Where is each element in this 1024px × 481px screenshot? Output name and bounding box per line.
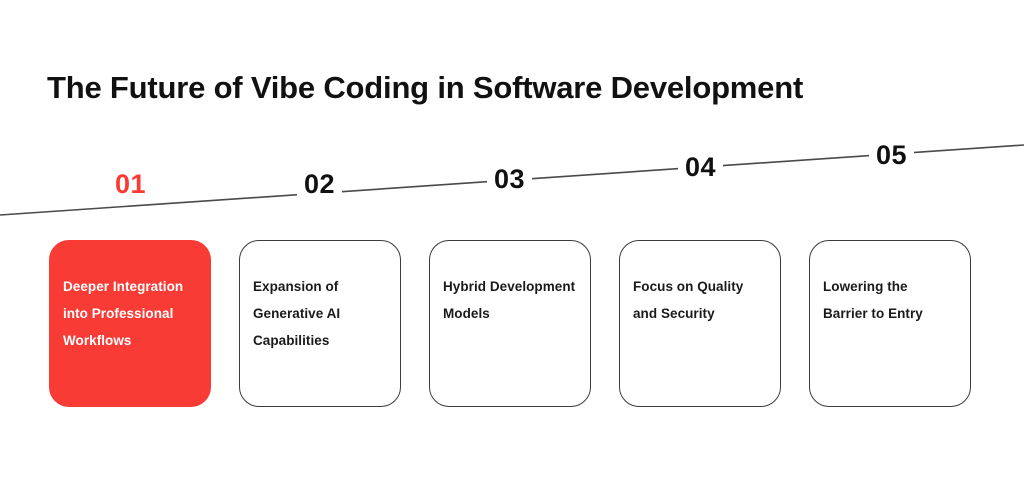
step-card-2-label: Expansion of Generative AI Capabilities xyxy=(253,279,341,348)
step-card-1[interactable]: Deeper Integration into Professional Wor… xyxy=(49,240,211,407)
step-card-3[interactable]: Hybrid Development Models xyxy=(429,240,591,407)
step-number-03[interactable]: 03 xyxy=(487,164,533,194)
cards-row: Deeper Integration into Professional Wor… xyxy=(49,240,975,407)
step-card-4[interactable]: Focus on Quality and Security xyxy=(619,240,781,407)
step-number-02[interactable]: 02 xyxy=(297,169,343,199)
step-card-4-label: Focus on Quality and Security xyxy=(633,279,744,321)
page-title: The Future of Vibe Coding in Software De… xyxy=(47,69,804,105)
step-card-1-label: Deeper Integration into Professional Wor… xyxy=(63,279,184,348)
step-card-5-label: Lowering the Barrier to Entry xyxy=(823,279,923,321)
step-number-04[interactable]: 04 xyxy=(678,152,724,182)
step-number-01[interactable]: 01 xyxy=(108,169,154,199)
step-card-3-label: Hybrid Development Models xyxy=(443,279,576,321)
step-card-2[interactable]: Expansion of Generative AI Capabilities xyxy=(239,240,401,407)
step-number-05[interactable]: 05 xyxy=(869,140,915,170)
step-card-5[interactable]: Lowering the Barrier to Entry xyxy=(809,240,971,407)
